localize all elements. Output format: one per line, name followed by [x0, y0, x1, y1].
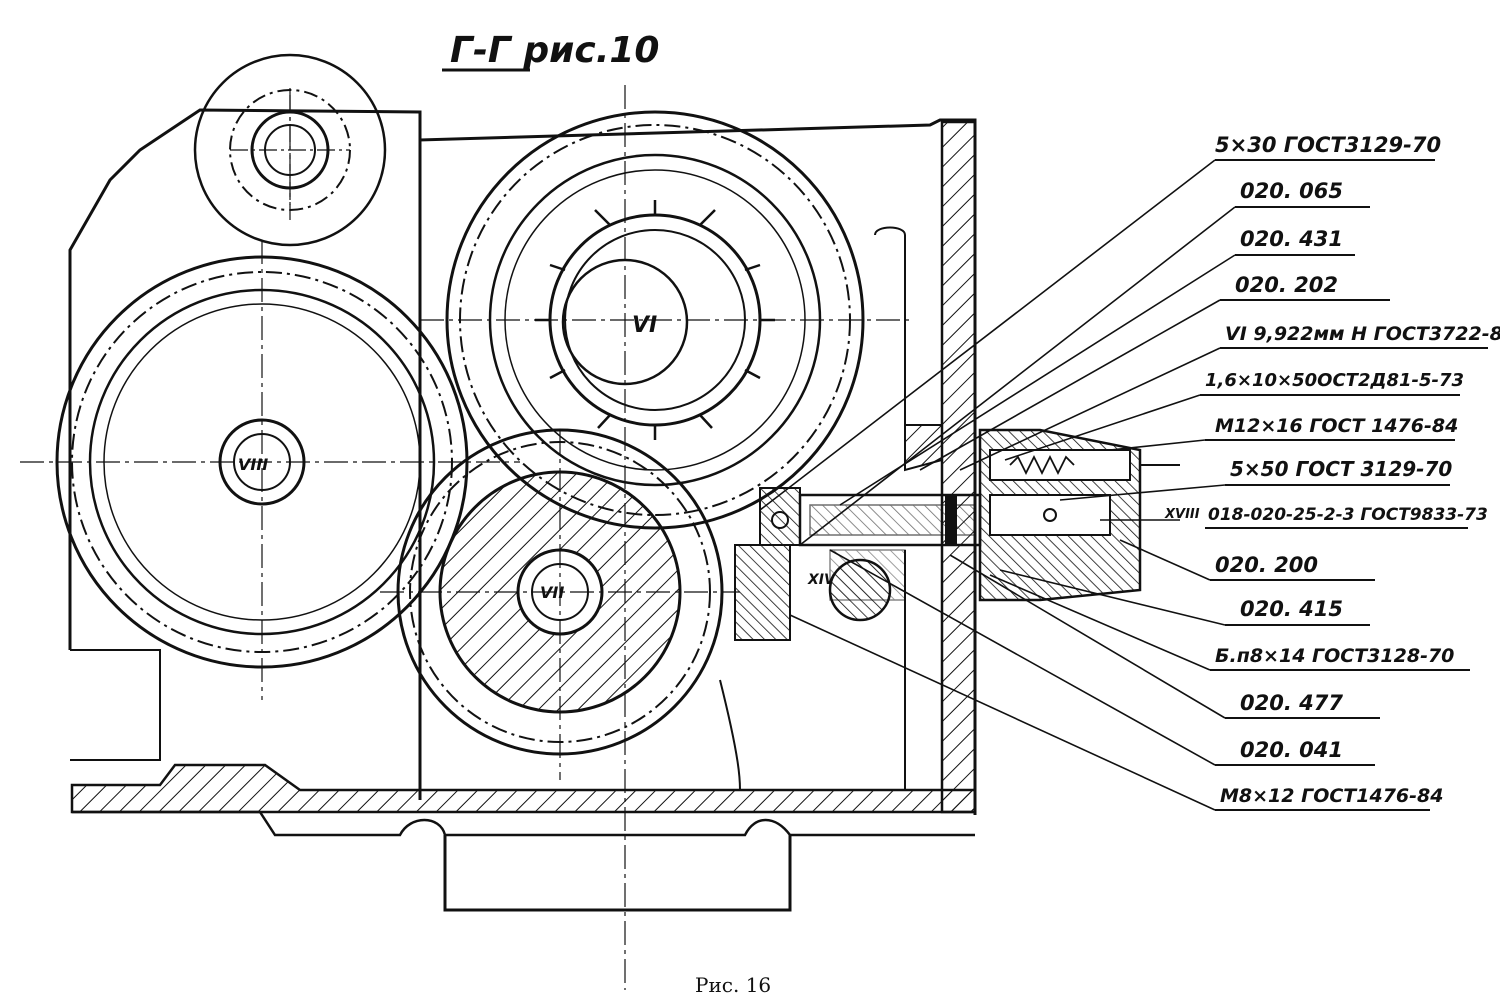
shaft-label-xiv: XIV	[807, 572, 836, 588]
leader-lines	[759, 159, 1236, 811]
section-title: Г-Г рис.10	[450, 30, 659, 71]
callout-09: 018-020-25-2-3 ГОСТ9833-73	[1208, 505, 1488, 525]
callout-06: 1,6×10×50ОСТ2Д81-5-73	[1205, 370, 1464, 391]
callout-list: 5×30 ГОСТ3129-70 020. 065 020. 431 020. …	[1164, 133, 1500, 811]
shift-mechanism	[734, 428, 1180, 641]
centre-lines	[20, 85, 910, 990]
callout-01: 5×30 ГОСТ3129-70	[1215, 133, 1441, 157]
callout-05: VI 9,922мм Н ГОСТ3722-81	[1225, 323, 1500, 345]
shaft-label-vi: VI	[632, 313, 657, 338]
callout-10: 020. 200	[1215, 553, 1318, 577]
shaft-label-xviii: XVIII	[1164, 507, 1200, 522]
callout-02: 020. 065	[1240, 179, 1343, 203]
callout-07: М12×16 ГОСТ 1476-84	[1215, 415, 1458, 437]
callout-13: 020. 477	[1240, 691, 1343, 715]
callout-08: 5×50 ГОСТ 3129-70	[1230, 457, 1452, 481]
shaft-label-viii-v: VIII	[238, 455, 268, 474]
figure-caption: Рис. 16	[695, 973, 771, 997]
callout-11: 020. 415	[1240, 597, 1343, 621]
callout-03: 020. 431	[1240, 227, 1343, 251]
callout-14: 020. 041	[1240, 738, 1343, 762]
callout-04: 020. 202	[1235, 273, 1338, 297]
callout-12: Б.п8×14 ГОСТ3128-70	[1215, 645, 1454, 667]
shaft-xiv: XIV	[807, 558, 892, 622]
callout-15: М8×12 ГОСТ1476-84	[1220, 785, 1443, 807]
